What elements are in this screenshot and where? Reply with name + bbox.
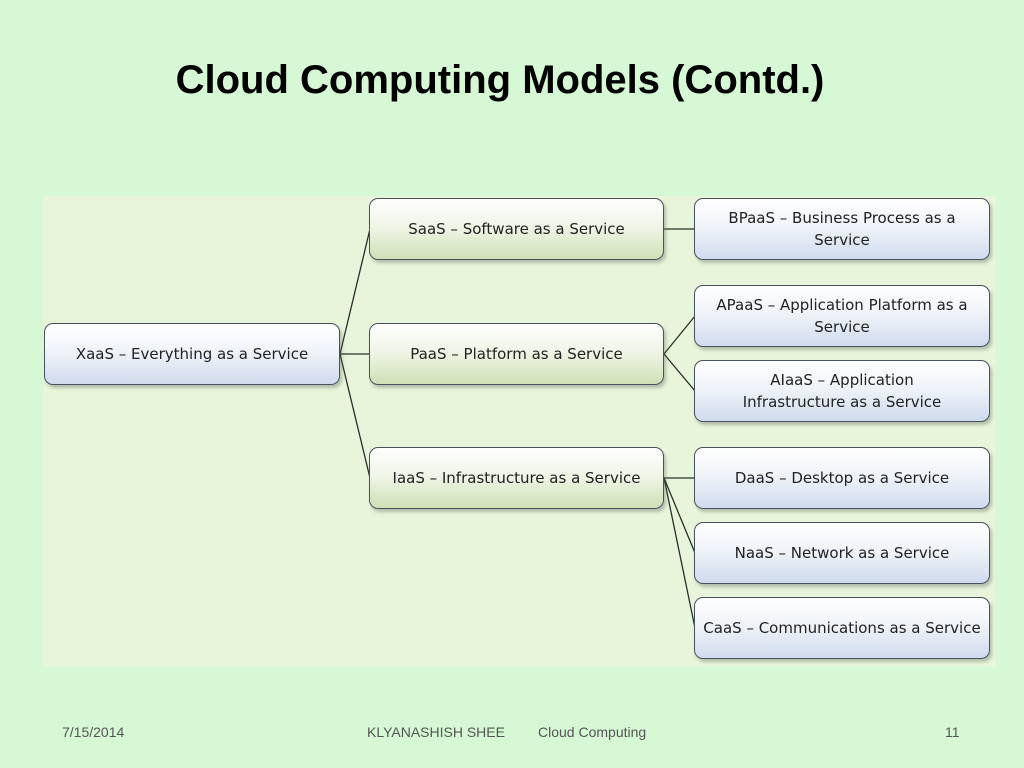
node-bpaas: BPaaS – Business Process as a Service: [694, 198, 990, 260]
node-paas: PaaS – Platform as a Service: [369, 323, 664, 385]
footer-author: KLYANASHISH SHEE: [367, 724, 505, 740]
node-apaas: APaaS – Application Platform as a Servic…: [694, 285, 990, 347]
footer-topic: Cloud Computing: [538, 724, 647, 740]
node-naas: NaaS – Network as a Service: [694, 522, 990, 584]
footer-page-number: 11: [945, 724, 960, 740]
node-daas: DaaS – Desktop as a Service: [694, 447, 990, 509]
diagram-panel: [43, 196, 995, 666]
node-caas: CaaS – Communications as a Service: [694, 597, 990, 659]
node-xaas: XaaS – Everything as a Service: [44, 323, 340, 385]
node-saas: SaaS – Software as a Service: [369, 198, 664, 260]
node-iaas: IaaS – Infrastructure as a Service: [369, 447, 664, 509]
slide-title: Cloud Computing Models (Contd.): [175, 58, 825, 102]
footer-date: 7/15/2014: [62, 724, 125, 740]
node-aiaas: AIaaS – Application Infrastructure as a …: [694, 360, 990, 422]
